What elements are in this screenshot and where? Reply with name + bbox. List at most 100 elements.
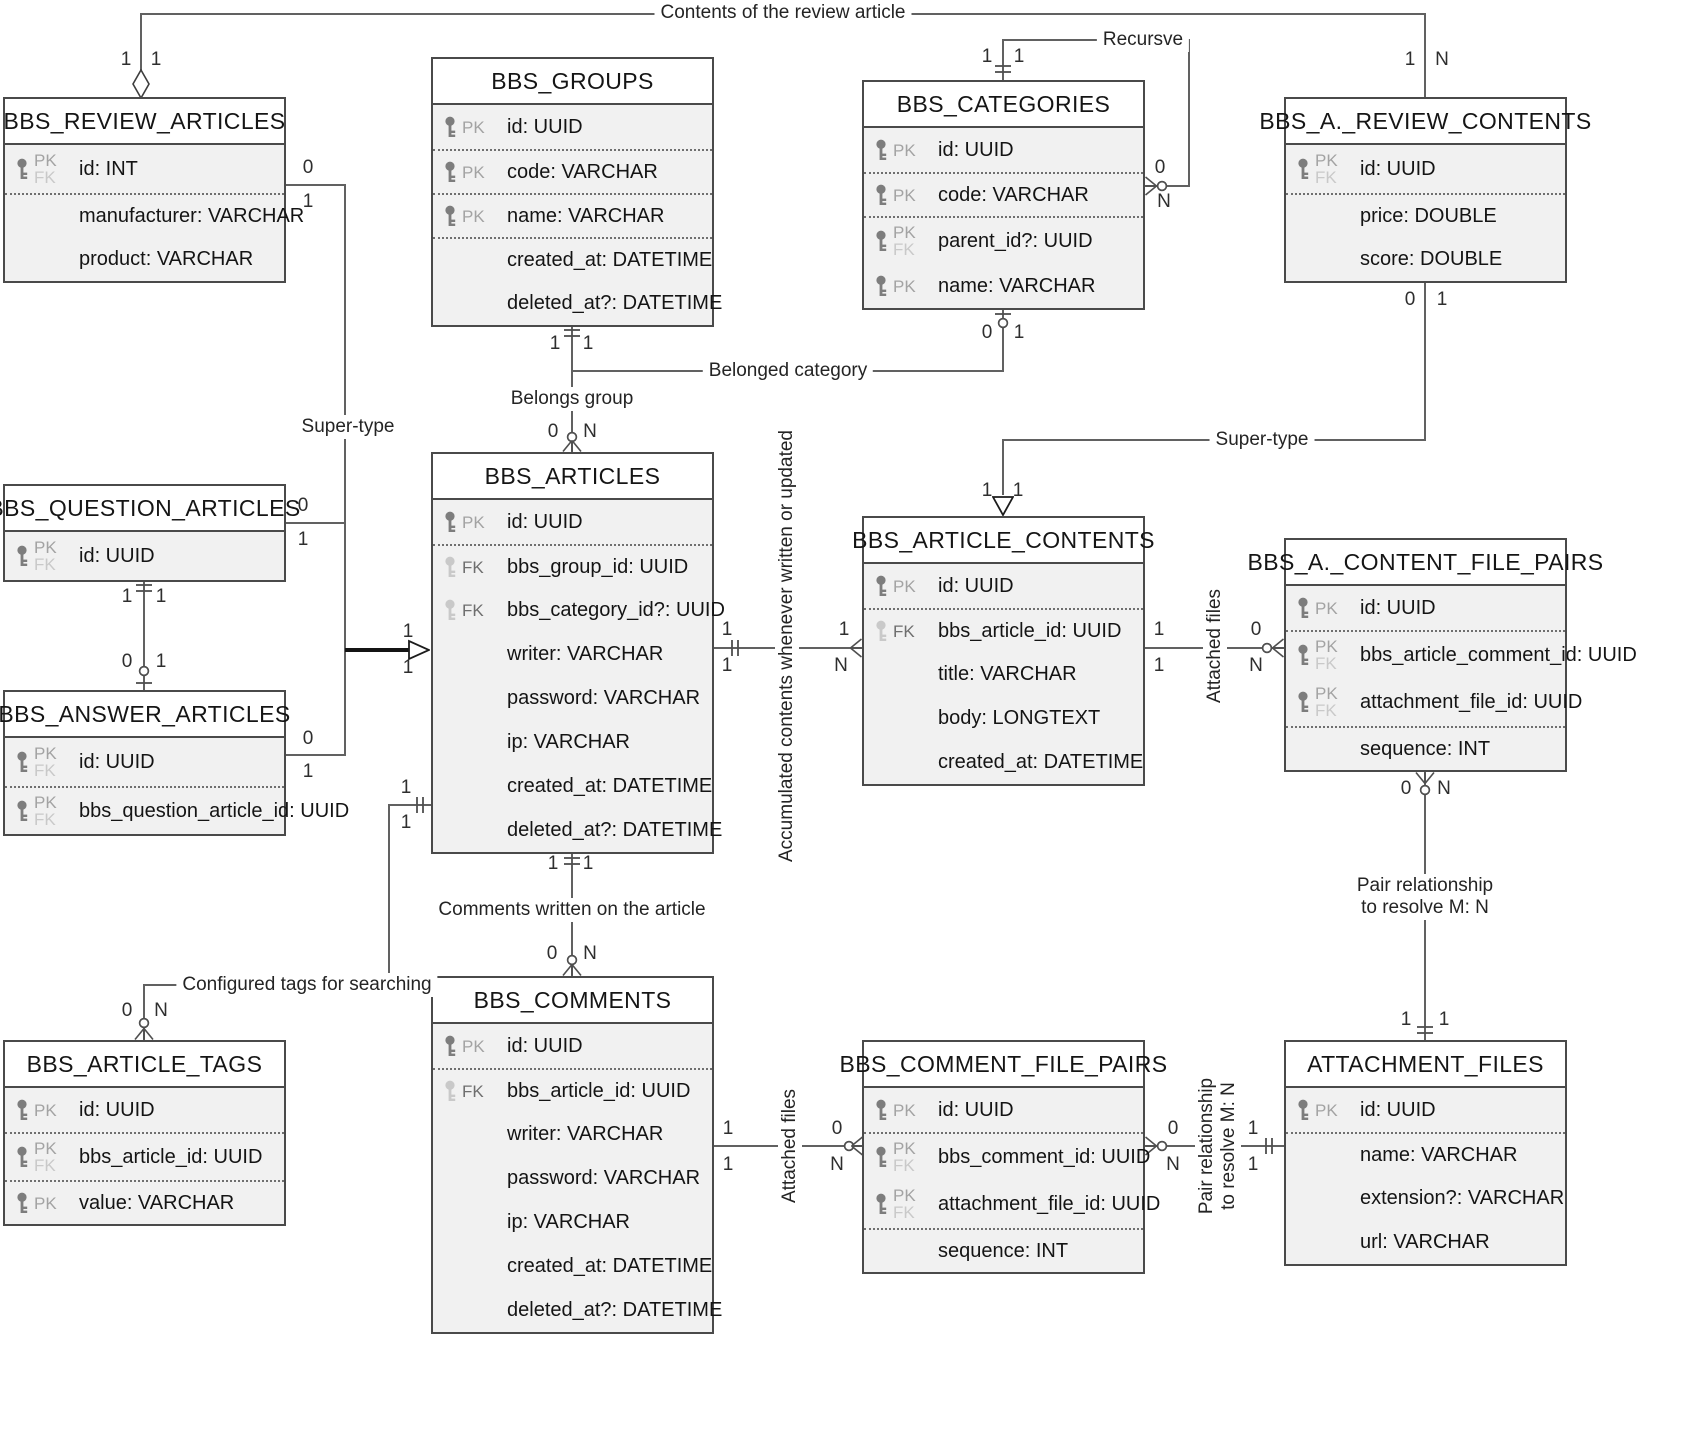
relationship-label: Accumulated contents whenever written or… xyxy=(775,424,799,868)
fk-label: FK xyxy=(1315,654,1337,673)
key-cell: PK xyxy=(874,184,938,207)
optional-circle-symbol xyxy=(1156,180,1168,192)
relationship-label: Comments written on the article xyxy=(432,898,712,922)
key-icon xyxy=(874,230,888,253)
field-text: created_at: DATETIME xyxy=(938,750,1144,773)
key-labels: FK xyxy=(893,623,915,640)
cardinality-label: 1 xyxy=(981,46,993,67)
key-icon xyxy=(874,620,888,643)
cardinality-label: 1 xyxy=(1012,480,1024,501)
optional-circle-symbol xyxy=(566,954,578,966)
pk-label: PK xyxy=(34,1193,57,1213)
field-text: sequence: INT xyxy=(1360,737,1491,760)
field-text: id: UUID xyxy=(507,510,583,533)
connector-segment xyxy=(1002,39,1190,41)
optional-circle-symbol xyxy=(997,317,1009,329)
double-bar-symbol xyxy=(563,855,581,868)
cardinality-label: 1 xyxy=(1438,1009,1450,1030)
cardinality-label: 1 xyxy=(547,853,559,874)
field-text: id: UUID xyxy=(79,544,155,567)
entity-title: BBS_ARTICLES xyxy=(433,454,712,500)
crow-foot-symbol xyxy=(849,638,863,658)
pk-label: PK xyxy=(893,185,916,205)
cardinality-label: 1 xyxy=(1247,1118,1259,1139)
pk-label: PK xyxy=(893,1186,916,1205)
fk-label: FK xyxy=(1315,701,1337,720)
key-icon xyxy=(15,800,29,823)
key-labels: PK xyxy=(893,187,916,204)
cardinality-label: 1 xyxy=(1013,46,1025,67)
entity-field-row: score: DOUBLE xyxy=(1286,237,1565,281)
key-icon xyxy=(15,545,29,568)
cardinality-label: 1 xyxy=(302,761,314,782)
relationship-label: Attached files xyxy=(778,1082,802,1210)
key-cell: PK xyxy=(443,161,507,184)
key-labels: PK xyxy=(893,278,916,295)
key-cell: PK xyxy=(1296,1099,1360,1122)
key-icon xyxy=(15,1192,29,1215)
pk-label: PK xyxy=(893,223,916,242)
entity-title: BBS_CATEGORIES xyxy=(864,82,1143,128)
field-text: price: DOUBLE xyxy=(1360,204,1497,227)
entity-title: BBS_REVIEW_ARTICLES xyxy=(4,99,285,145)
cardinality-label: N xyxy=(583,421,597,442)
field-text: bbs_article_id: UUID xyxy=(79,1145,263,1168)
field-text: deleted_at?: DATETIME xyxy=(507,291,723,314)
cardinality-label: 0 xyxy=(121,651,133,672)
cardinality-label: 0 xyxy=(1167,1118,1179,1139)
cardinality-label: N xyxy=(1435,49,1449,70)
key-labels: PK xyxy=(462,119,485,136)
entity-field-row: deleted_at?: DATETIME xyxy=(433,808,722,852)
key-icon xyxy=(874,1146,888,1169)
field-text: attachment_file_id: UUID xyxy=(938,1192,1161,1215)
fk-label: FK xyxy=(893,1156,915,1175)
field-text: created_at: DATETIME xyxy=(507,248,713,271)
field-text: id: UUID xyxy=(507,115,583,138)
double-bar-symbol xyxy=(563,327,581,340)
pk-label: PK xyxy=(1315,598,1338,618)
double-bar-symbol xyxy=(414,796,427,814)
key-icon xyxy=(874,1099,888,1122)
field-text: deleted_at?: DATETIME xyxy=(507,1298,723,1321)
field-text: writer: VARCHAR xyxy=(507,1122,664,1145)
entity-field-row: manufacturer: VARCHAR xyxy=(5,193,304,237)
key-labels: PK xyxy=(462,164,485,181)
entity-field-row: ip: VARCHAR xyxy=(433,720,712,764)
field-text: bbs_question_article_id: UUID xyxy=(79,799,350,822)
pk-label: PK xyxy=(34,1139,57,1158)
field-text: sequence: INT xyxy=(938,1239,1069,1262)
cardinality-label: 1 xyxy=(155,651,167,672)
fk-label: FK xyxy=(34,555,56,574)
double-bar-symbol xyxy=(1416,1024,1434,1037)
connector-segment xyxy=(1145,185,1190,187)
field-text: created_at: DATETIME xyxy=(507,1254,713,1277)
entity-field-row: created_at: DATETIME xyxy=(433,237,712,281)
cardinality-label: 1 xyxy=(1404,49,1416,70)
